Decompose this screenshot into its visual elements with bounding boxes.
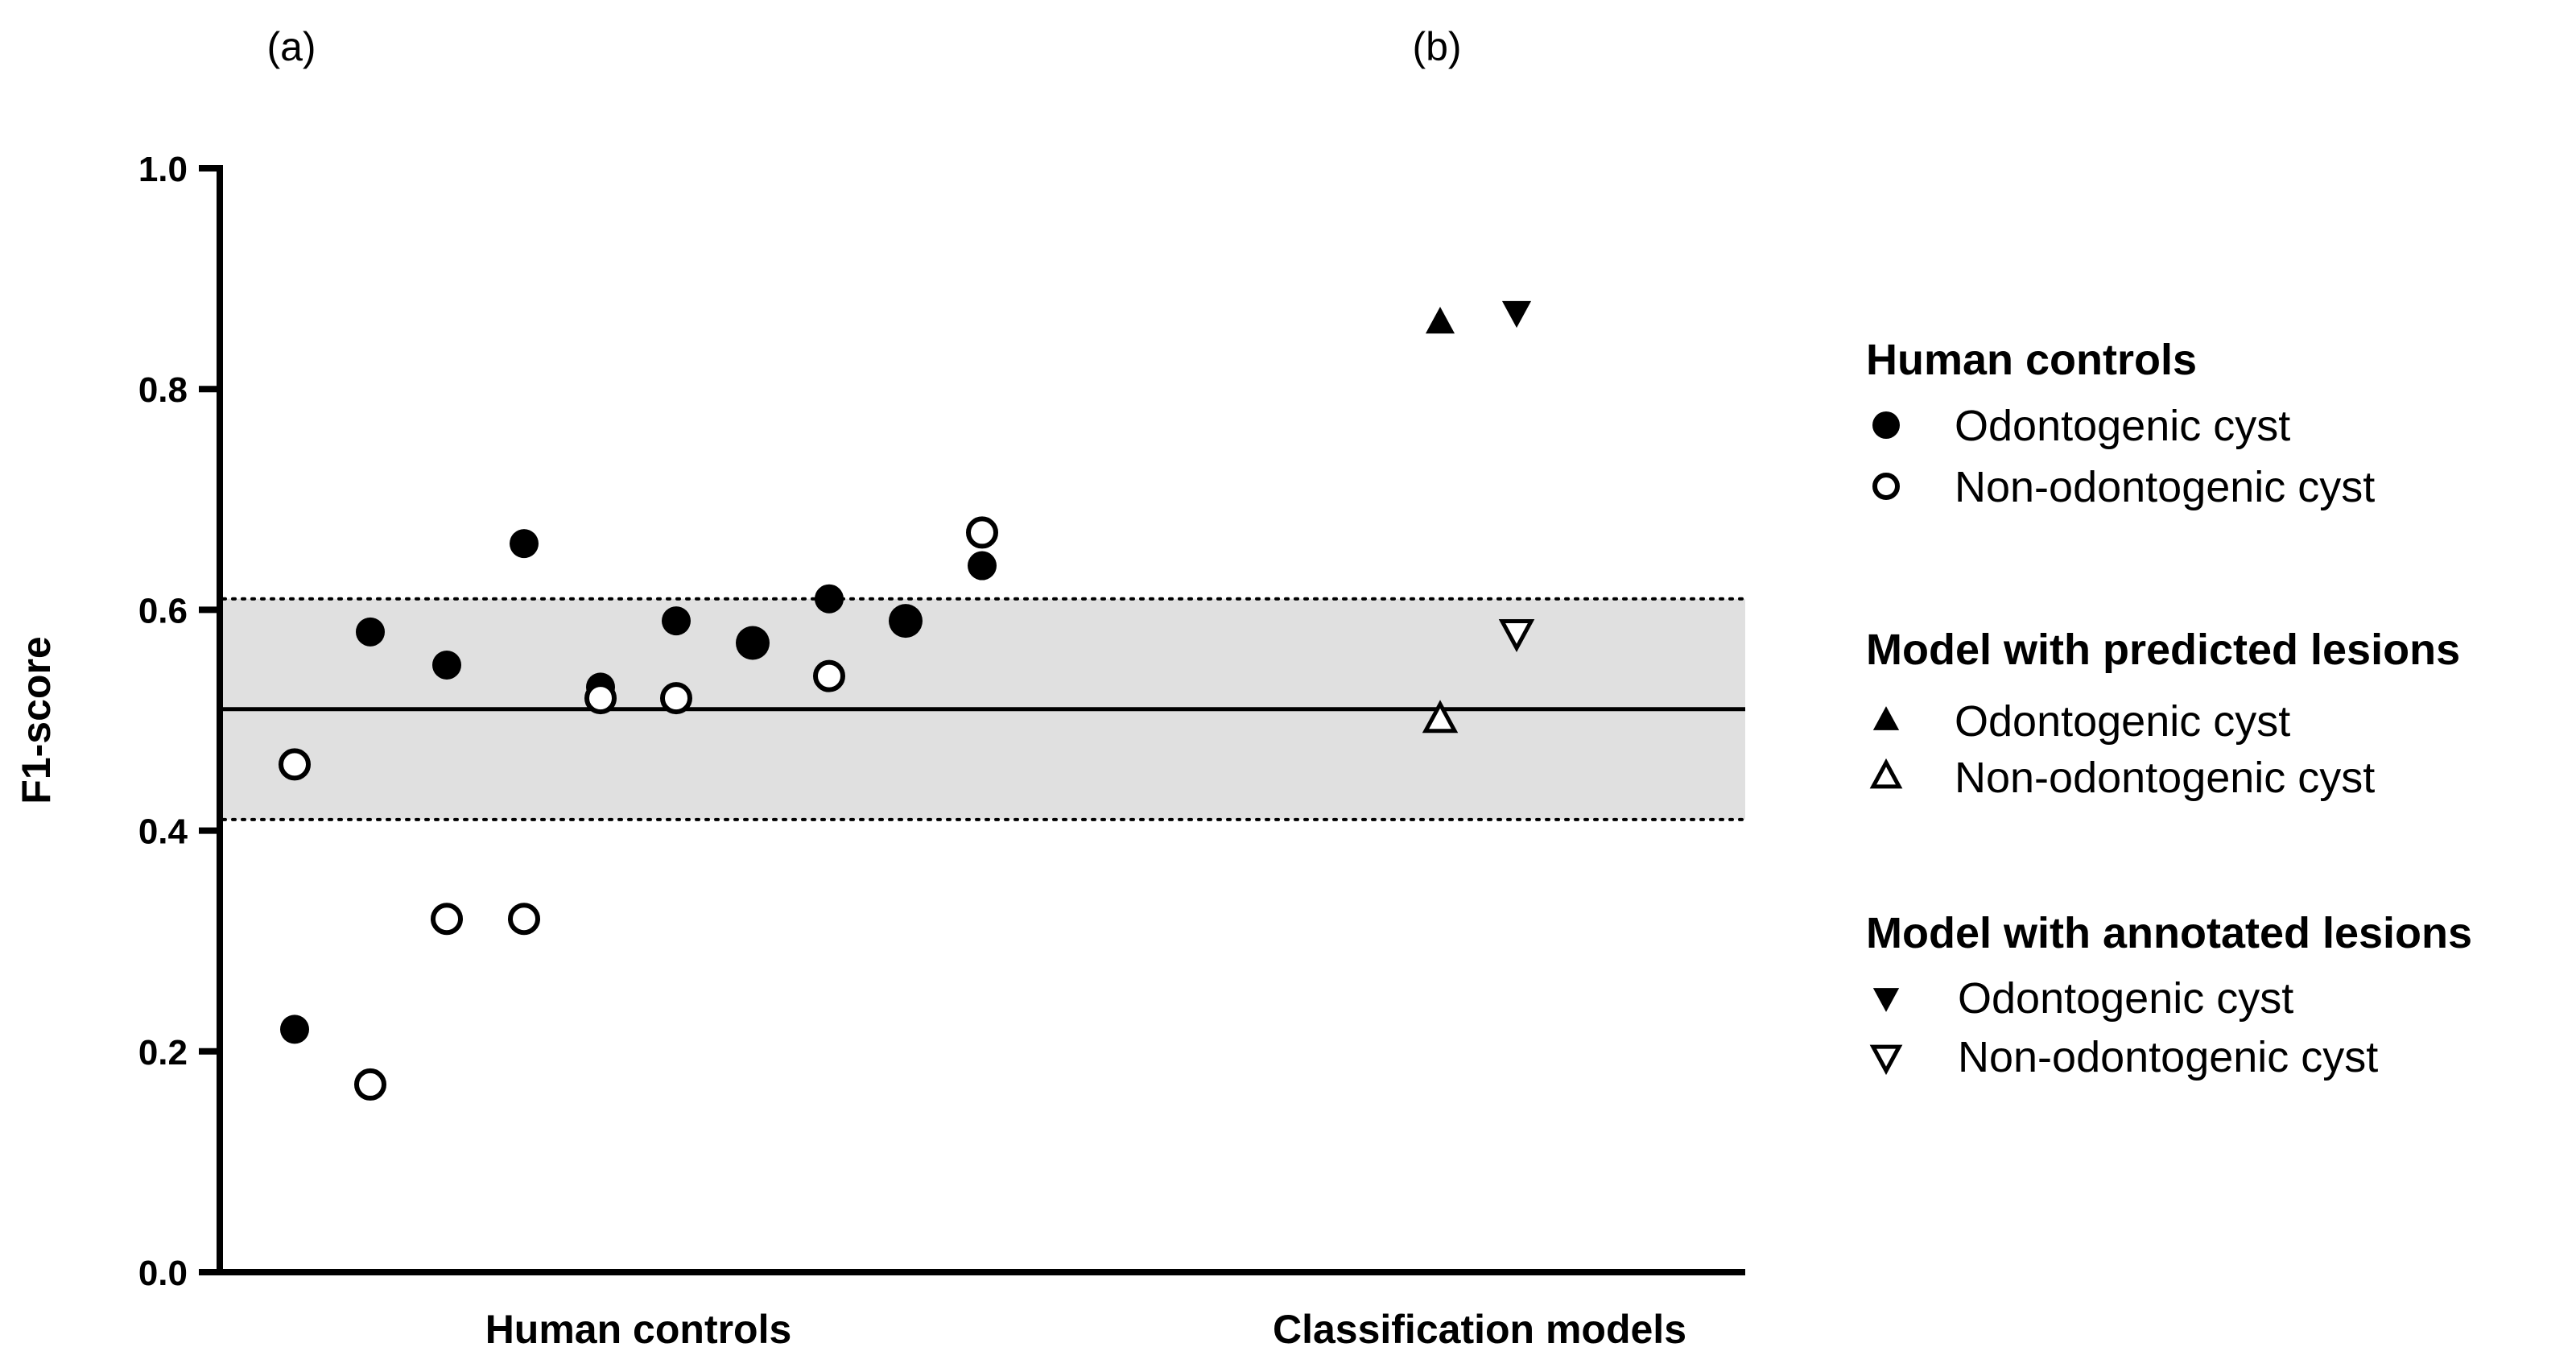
y-tick-label: 0.6 [138, 591, 188, 630]
legend-marker-open-triangle-up [1869, 758, 1903, 789]
point-human-controls-non-odontogenic-cyst-0 [279, 748, 311, 781]
y-tick-label: 1.0 [138, 150, 188, 189]
point-human-controls-non-odontogenic-cyst-6 [813, 659, 845, 692]
legend-marker-open-triangle-down [1869, 1044, 1903, 1076]
point-human-controls-odontogenic-cyst-6 [736, 626, 770, 660]
point-model-with-predicted-lesions-non-odontogenic-cyst-0 [1422, 700, 1459, 734]
legend-item-human-non-odontogenic: Non-odontogenic cyst [1955, 463, 2375, 511]
data-points [279, 300, 1535, 1101]
point-human-controls-odontogenic-cyst-5 [662, 606, 691, 636]
panel-label-a: (a) [266, 24, 316, 69]
legend-item-predicted-non-odontogenic: Non-odontogenic cyst [1955, 754, 2375, 802]
point-human-controls-odontogenic-cyst-3 [510, 529, 539, 559]
legend-marker-filled-triangle-up [1872, 706, 1900, 730]
legend-item-human-odontogenic: Odontogenic cyst [1955, 402, 2290, 450]
point-human-controls-non-odontogenic-cyst-3 [508, 903, 540, 936]
legend-title-human-controls: Human controls [1866, 336, 2197, 384]
y-tick-label: 0.0 [138, 1254, 188, 1293]
y-ticks: 0.0 0.2 0.4 0.6 0.8 1.0 [138, 150, 220, 1293]
x-category-label-classification-models: Classification models [1273, 1307, 1686, 1352]
y-tick-label: 0.4 [138, 812, 188, 852]
panel-label-b: (b) [1412, 24, 1461, 69]
legend-marker-filled-circle [1872, 411, 1900, 439]
x-category-label-human-controls: Human controls [485, 1307, 792, 1352]
point-human-controls-odontogenic-cyst-7 [815, 584, 844, 614]
y-tick-label: 0.2 [138, 1033, 188, 1072]
y-axis-title: F1-score [14, 636, 59, 804]
y-tick-label: 0.8 [138, 370, 188, 410]
legend-marker-filled-triangle-down [1872, 988, 1900, 1012]
point-human-controls-odontogenic-cyst-2 [432, 650, 461, 680]
point-model-with-annotated-lesions-odontogenic-cyst-0 [1501, 300, 1532, 329]
point-model-with-predicted-lesions-odontogenic-cyst-0 [1425, 306, 1455, 334]
legend-title-predicted-lesions: Model with predicted lesions [1866, 626, 2460, 674]
point-human-controls-non-odontogenic-cyst-7 [966, 516, 998, 549]
point-human-controls-odontogenic-cyst-1 [356, 617, 385, 647]
point-human-controls-non-odontogenic-cyst-4 [584, 682, 617, 715]
point-model-with-annotated-lesions-non-odontogenic-cyst-0 [1498, 619, 1535, 653]
point-human-controls-odontogenic-cyst-9 [968, 551, 997, 581]
legend-item-annotated-non-odontogenic: Non-odontogenic cyst [1958, 1033, 2378, 1081]
point-human-controls-non-odontogenic-cyst-5 [660, 682, 692, 715]
legend: Human controls Odontogenic cyst Non-odon… [1866, 336, 2472, 1081]
legend-markers [1869, 411, 1903, 1076]
legend-item-annotated-odontogenic: Odontogenic cyst [1958, 974, 2293, 1023]
legend-title-annotated-lesions: Model with annotated lesions [1866, 909, 2472, 957]
point-human-controls-non-odontogenic-cyst-2 [431, 903, 463, 936]
point-human-controls-non-odontogenic-cyst-1 [354, 1068, 386, 1101]
legend-item-predicted-odontogenic: Odontogenic cyst [1955, 697, 2290, 746]
legend-marker-open-circle [1872, 473, 1900, 500]
point-human-controls-odontogenic-cyst-8 [889, 604, 923, 638]
point-human-controls-odontogenic-cyst-0 [280, 1015, 309, 1044]
